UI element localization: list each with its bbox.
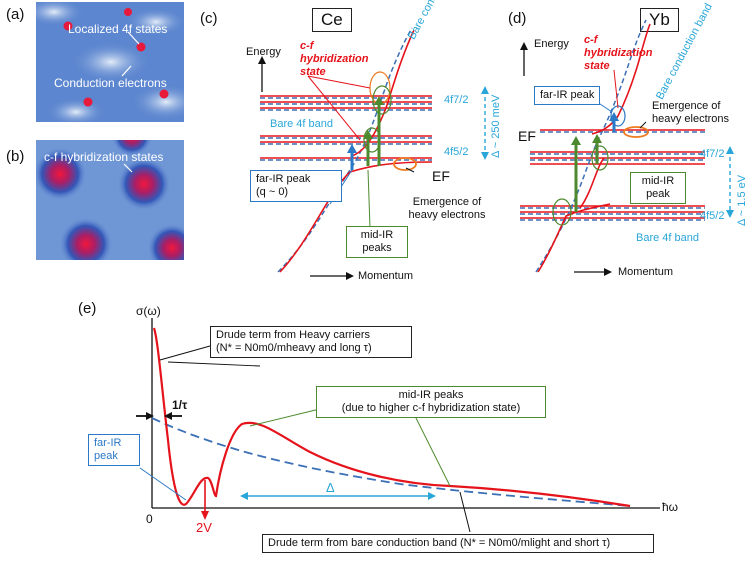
yb-cf-state-label: c-f hybridization state — [584, 34, 653, 72]
hbar-omega-label: ħω — [662, 500, 679, 514]
yb-fermi-label: EF — [518, 128, 536, 144]
ce-band-diagram — [258, 27, 489, 280]
yb-energy-label: Energy — [534, 38, 569, 50]
ce-fermi-label: EF — [432, 168, 450, 184]
panel-a-label: (a) — [6, 6, 25, 23]
drude-heavy-box: Drude term from Heavy carriers (N* = N0m… — [210, 326, 412, 358]
panel-a-image — [36, 2, 184, 122]
origin-label: 0 — [146, 512, 153, 526]
localized-states-label: Localized 4f states — [68, 22, 168, 36]
ce-energy-label: Energy — [246, 46, 281, 58]
panel-c-label: (c) — [200, 10, 218, 27]
yb-mid-ir-box: mid-IR peak — [630, 172, 686, 204]
mid-ir-box: mid-IR peaks (due to higher c-f hybridiz… — [316, 386, 546, 418]
far-ir-box: far-IR peak — [88, 434, 140, 466]
panel-e-label: (e) — [78, 300, 97, 317]
yb-element-box: Yb — [640, 8, 679, 32]
conduction-electrons-label: Conduction electrons — [54, 76, 167, 90]
panel-b-image — [36, 140, 184, 260]
ce-level-upper: 4f7/2 — [444, 94, 469, 106]
drude-bare-box: Drude term from bare conduction band (N*… — [262, 534, 654, 553]
ce-element-box: Ce — [312, 8, 352, 32]
panel-b-label: (b) — [6, 148, 25, 165]
yb-band-diagram — [520, 19, 734, 276]
ce-heavy-label: Emergence of heavy electrons — [408, 196, 486, 221]
drude-heavy-line1: Drude term from Heavy carriers — [216, 329, 371, 341]
ce-far-ir-box: far-IR peak (q ~ 0) — [250, 170, 342, 202]
yb-bare-4f-label: Bare 4f band — [636, 232, 699, 244]
ce-level-lower: 4f5/2 — [444, 146, 469, 158]
inv-tau-label: 1/τ — [172, 398, 188, 412]
yb-delta-label: Δ ~ 1.5 eV — [736, 174, 747, 226]
delta-label: Δ — [326, 480, 335, 495]
mid-ir-line2: (due to higher c-f hybridization state) — [341, 402, 521, 414]
ce-far-ir-text: far-IR peak — [256, 173, 311, 185]
yb-far-ir-box: far-IR peak — [534, 86, 601, 105]
ce-momentum-label: Momentum — [358, 270, 414, 282]
ce-mid-ir-box: mid-IR peaks — [346, 226, 408, 258]
ce-cf-state-label: c-f hybridization state — [300, 40, 369, 78]
drude-heavy-line2: (N* = N0m0/mheavy and long τ) — [216, 342, 372, 354]
ce-bare-4f-label: Bare 4f band — [270, 118, 333, 130]
yb-momentum-label: Momentum — [618, 266, 674, 278]
conductivity-plot — [136, 318, 660, 533]
yb-heavy-label: Emergence of heavy electrons — [652, 100, 730, 125]
yb-level-upper: 4f7/2 — [700, 148, 725, 160]
sigma-axis-label: σ(ω) — [136, 304, 161, 318]
panel-d-label: (d) — [508, 10, 527, 27]
ce-far-ir-q: (q ~ 0) — [256, 186, 289, 198]
hybridization-states-label: c-f hybridization states — [44, 150, 164, 164]
yb-level-lower: 4f5/2 — [700, 210, 725, 222]
mid-ir-line1: mid-IR peaks — [398, 389, 464, 401]
two-v-label: 2V — [196, 520, 212, 535]
